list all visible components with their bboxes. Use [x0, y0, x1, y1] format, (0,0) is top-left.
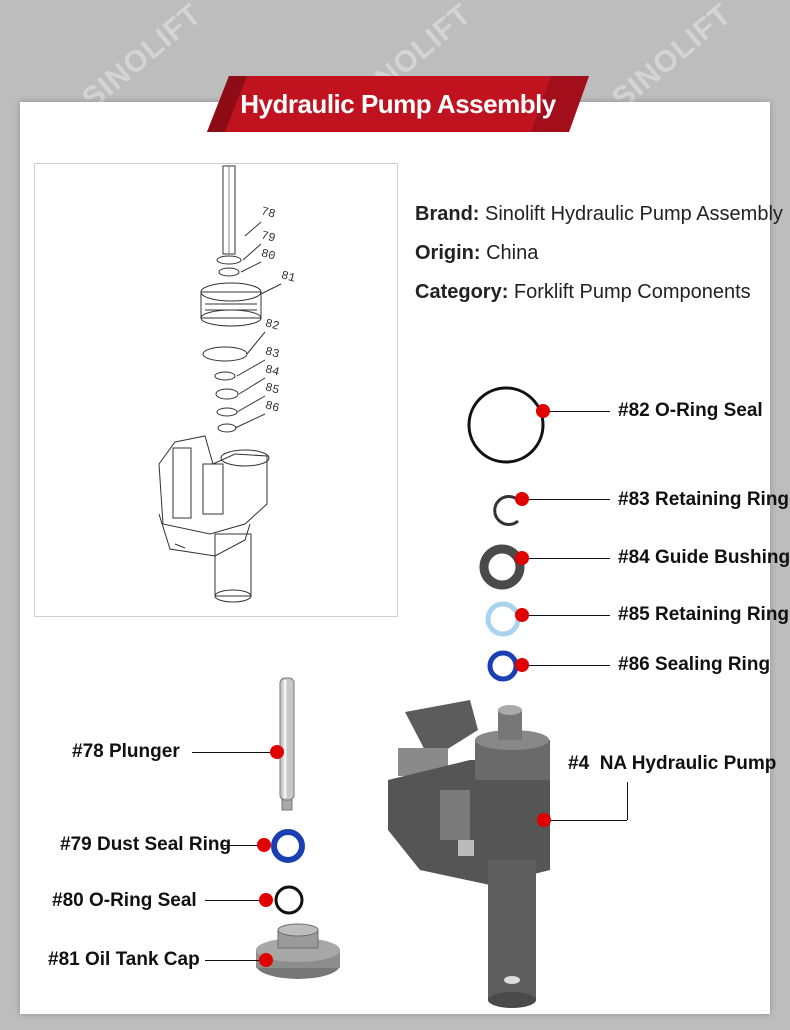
- leader-line: [627, 782, 628, 820]
- oil-tank-cap-81: [256, 923, 340, 979]
- marker-dot: [515, 608, 529, 622]
- part-label-84: #84 Guide Bushing: [618, 547, 790, 568]
- banner-shape: [207, 76, 589, 132]
- leader-line: [205, 960, 259, 961]
- hydraulic-pump-4: [388, 700, 550, 1008]
- retaining-ring-83: [493, 495, 519, 526]
- marker-dot: [515, 658, 529, 672]
- o-ring-seal-82: [467, 386, 545, 464]
- part-label-82: #82 O-Ring Seal: [618, 400, 763, 421]
- brand-row: Brand: Sinolift Hydraulic Pump Assembly: [415, 203, 783, 226]
- brand-label: Brand:: [415, 203, 480, 225]
- title-banner: Hydraulic Pump Assembly: [207, 76, 589, 132]
- leader-line: [222, 845, 257, 846]
- marker-dot: [257, 838, 271, 852]
- leader-line: [529, 665, 610, 666]
- marker-dot: [270, 745, 284, 759]
- marker-dot: [259, 953, 273, 967]
- leader-line: [205, 900, 259, 901]
- marker-dot: [515, 551, 529, 565]
- part-label-83: #83 Retaining Ring: [618, 489, 790, 510]
- marker-dot: [537, 813, 551, 827]
- marker-dot: [515, 492, 529, 506]
- part-label-85: #85 Retaining Ring: [618, 604, 790, 625]
- leader-line: [550, 411, 610, 412]
- page-title: Hydraulic Pump Assembly: [240, 89, 556, 119]
- part-label-80: #80 O-Ring Seal: [52, 890, 197, 911]
- leader-line: [529, 499, 610, 500]
- leader-line: [529, 558, 610, 559]
- category-value: Forklift Pump Components: [513, 281, 751, 303]
- o-ring-seal-80: [274, 885, 304, 915]
- part-label-81: #81 Oil Tank Cap: [48, 949, 200, 970]
- origin-value: China: [486, 242, 539, 264]
- origin-row: Origin: China: [415, 242, 538, 265]
- leader-line: [529, 615, 610, 616]
- guide-bushing-84: [479, 544, 525, 590]
- part-label-79: #79 Dust Seal Ring: [60, 834, 232, 855]
- exploded-diagram: 78 79 80 81 82 83 84 85 86: [34, 163, 398, 617]
- sealing-ring-86: [487, 650, 519, 682]
- marker-dot: [536, 404, 550, 418]
- category-label: Category:: [415, 281, 509, 303]
- part-label-86: #86 Sealing Ring: [618, 654, 771, 675]
- marker-dot: [259, 893, 273, 907]
- dust-seal-ring-79: [271, 829, 305, 863]
- category-row: Category: Forklift Pump Components: [415, 281, 751, 304]
- leader-line: [551, 820, 627, 821]
- retaining-ring-85: [485, 601, 521, 637]
- plunger-78: [279, 677, 295, 801]
- part-label-78: #78 Plunger: [72, 741, 180, 762]
- part-label-4: #4 NA Hydraulic Pump: [568, 753, 777, 774]
- brand-value: Sinolift Hydraulic Pump Assembly: [485, 203, 783, 225]
- leader-line: [192, 752, 270, 753]
- origin-label: Origin:: [415, 242, 481, 264]
- diagram-drawing: [158, 165, 282, 603]
